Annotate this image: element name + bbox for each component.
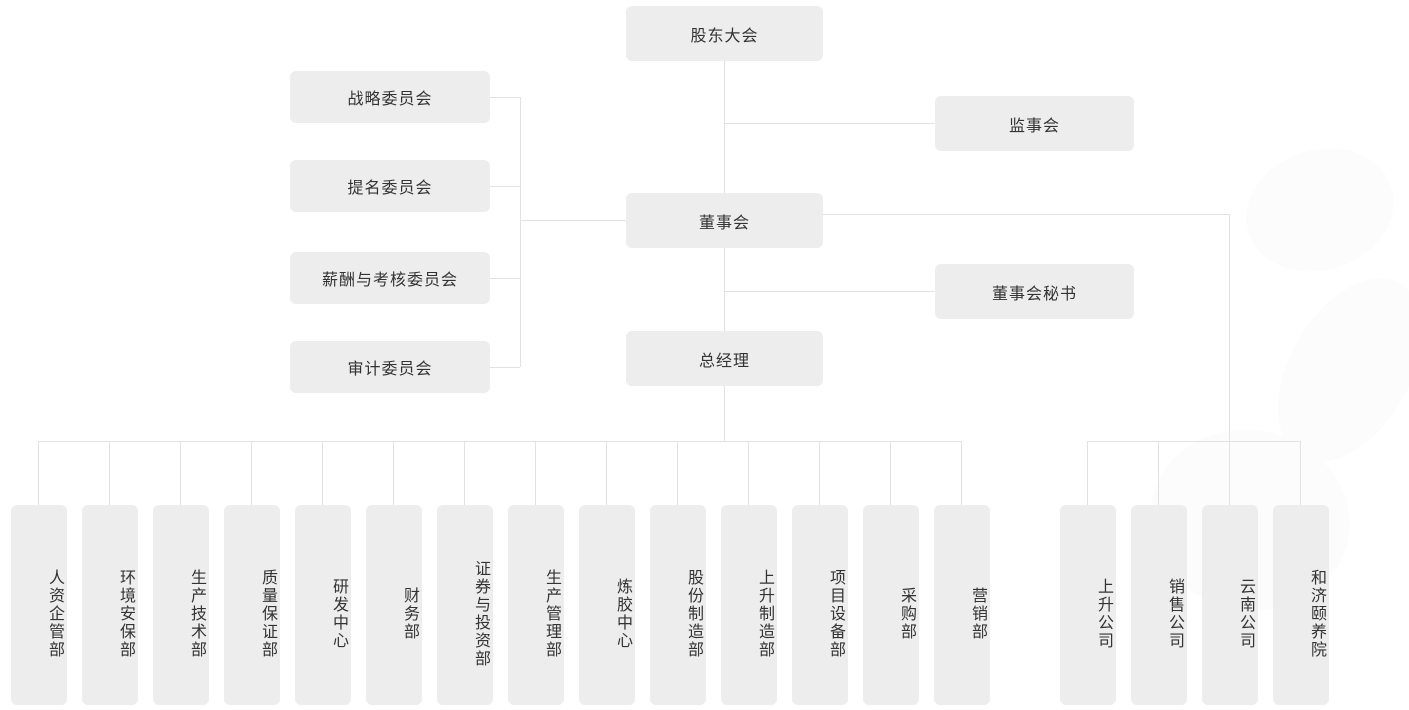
dept-drop-leg xyxy=(677,441,678,505)
node-dept-hr[interactable]: 人资企管部 xyxy=(11,505,67,705)
dept-drop-leg xyxy=(180,441,181,505)
dept-drop-leg xyxy=(322,441,323,505)
dept-drop-leg xyxy=(961,441,962,505)
node-dept-env-safety[interactable]: 环境安保部 xyxy=(82,505,138,705)
subsidiary-drop-leg xyxy=(1300,441,1301,505)
node-dept-production-mgmt[interactable]: 生产管理部 xyxy=(508,505,564,705)
node-nomination-committee[interactable]: 提名委员会 xyxy=(290,160,490,212)
subsidiary-drop-leg xyxy=(1158,441,1159,505)
node-audit-committee[interactable]: 审计委员会 xyxy=(290,341,490,393)
node-board-of-directors[interactable]: 董事会 xyxy=(626,193,823,248)
node-dept-shangsheng-manufacturing[interactable]: 上升制造部 xyxy=(721,505,777,705)
node-dept-share-manufacturing[interactable]: 股份制造部 xyxy=(650,505,706,705)
connector-shareholders-to-board xyxy=(724,61,725,193)
connector-board-to-supervisors xyxy=(724,123,935,124)
node-subsidiary-hejiyiyang[interactable]: 和济颐养院 xyxy=(1273,505,1329,705)
connector-subsidiaries-drop xyxy=(1229,214,1230,442)
dept-drop-leg xyxy=(393,441,394,505)
connector-board-to-secretary xyxy=(724,291,935,292)
connector-board-to-subsidiaries xyxy=(823,214,1230,215)
connector-board-to-committee-spine xyxy=(520,220,626,221)
dept-drop-leg xyxy=(109,441,110,505)
watermark-shape xyxy=(1230,129,1409,291)
node-subsidiary-sales[interactable]: 销售公司 xyxy=(1131,505,1187,705)
node-dept-procurement[interactable]: 采购部 xyxy=(863,505,919,705)
node-subsidiary-yunnan[interactable]: 云南公司 xyxy=(1202,505,1258,705)
node-dept-production-tech[interactable]: 生产技术部 xyxy=(153,505,209,705)
node-dept-rubber-center[interactable]: 炼胶中心 xyxy=(579,505,635,705)
dept-drop-leg xyxy=(819,441,820,505)
dept-drop-leg xyxy=(38,441,39,505)
node-general-manager[interactable]: 总经理 xyxy=(626,331,823,386)
node-subsidiary-shangsheng[interactable]: 上升公司 xyxy=(1060,505,1116,705)
node-compensation-committee[interactable]: 薪酬与考核委员会 xyxy=(290,252,490,304)
node-dept-quality[interactable]: 质量保证部 xyxy=(224,505,280,705)
subsidiary-drop-leg xyxy=(1229,441,1230,505)
node-dept-finance[interactable]: 财务部 xyxy=(366,505,422,705)
node-board-of-supervisors[interactable]: 监事会 xyxy=(935,96,1134,151)
node-board-secretary[interactable]: 董事会秘书 xyxy=(935,264,1134,319)
connector-committee-1 xyxy=(490,97,520,98)
connector-committee-4 xyxy=(490,367,520,368)
connector-board-down-stub xyxy=(724,248,725,331)
node-dept-securities-investment[interactable]: 证券与投资部 xyxy=(437,505,493,705)
watermark-shape xyxy=(1248,253,1409,487)
node-dept-project-equipment[interactable]: 项目设备部 xyxy=(792,505,848,705)
connector-committee-2 xyxy=(490,186,520,187)
connector-committee-3 xyxy=(490,278,520,279)
dept-drop-leg xyxy=(464,441,465,505)
node-strategy-committee[interactable]: 战略委员会 xyxy=(290,71,490,123)
subsidiary-bus xyxy=(1087,441,1300,442)
subsidiary-drop-leg xyxy=(1087,441,1088,505)
dept-drop-leg xyxy=(251,441,252,505)
dept-drop-leg xyxy=(535,441,536,505)
node-dept-rd-center[interactable]: 研发中心 xyxy=(295,505,351,705)
connector-gm-to-dept-bus xyxy=(724,386,725,442)
committee-spine xyxy=(520,97,521,367)
node-shareholders-meeting[interactable]: 股东大会 xyxy=(626,6,823,61)
department-bus xyxy=(38,441,961,442)
dept-drop-leg xyxy=(606,441,607,505)
node-dept-marketing[interactable]: 营销部 xyxy=(934,505,990,705)
dept-drop-leg xyxy=(890,441,891,505)
dept-drop-leg xyxy=(748,441,749,505)
